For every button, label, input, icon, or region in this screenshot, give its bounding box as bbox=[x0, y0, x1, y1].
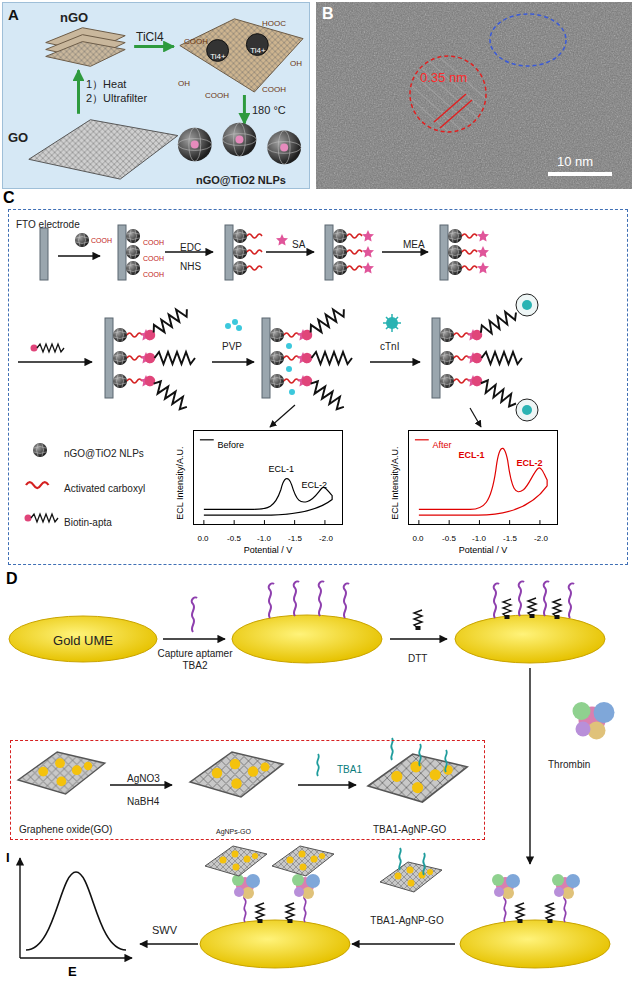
axis-label: Potential / V bbox=[459, 545, 508, 555]
reagent-label: NaBH4 bbox=[127, 796, 159, 808]
dashed-panel: C BeforeECL-1ECL-2 AfterECL-1ECL-2 bbox=[8, 209, 628, 565]
group-label: HOOC bbox=[262, 19, 286, 28]
reagent-label: cTnI bbox=[380, 341, 399, 353]
peak-label: ECL-2 bbox=[517, 458, 543, 468]
reagent-label: PVP bbox=[222, 341, 242, 353]
scale-bar-label: 10 nm bbox=[557, 155, 593, 170]
text-anchor: Capture aptamer TBA2 bbox=[155, 648, 235, 673]
ion-label: Ti4+ bbox=[210, 52, 226, 61]
material-label: Graphene oxide(GO) bbox=[19, 824, 112, 836]
text-anchor: Ti4+ bbox=[249, 39, 267, 57]
tick-label: 0.0 bbox=[197, 534, 208, 543]
text-anchor: -2.0 bbox=[314, 527, 338, 545]
step-label: 1）Heat bbox=[86, 78, 126, 91]
axis-label: Potential / V bbox=[244, 545, 293, 555]
tick-label: -2.0 bbox=[534, 534, 548, 543]
group-label: COOH bbox=[143, 239, 164, 247]
text-anchor: Ti4+ bbox=[209, 45, 227, 63]
material-label: AgNPs-GO bbox=[216, 828, 251, 836]
method-label: SWV bbox=[152, 924, 177, 937]
electrode-label: FTO electrode bbox=[16, 219, 80, 231]
electrode-label: Gold UME bbox=[53, 634, 113, 649]
reagent-label: TiCl4 bbox=[136, 31, 164, 45]
ecl-chart: BeforeECL-1ECL-2 bbox=[193, 430, 343, 525]
panel-letter: C bbox=[3, 189, 15, 207]
group-label: COOH bbox=[184, 37, 208, 46]
group-label: COOH bbox=[143, 255, 164, 263]
text-anchor: -1.5 bbox=[283, 527, 307, 545]
axis-label: I bbox=[6, 851, 10, 866]
ecl-curve bbox=[194, 431, 342, 524]
group-label: COOH bbox=[262, 85, 286, 94]
text-anchor: -0.5 bbox=[222, 527, 246, 545]
axis-label: ECL Intensity/A.U. bbox=[176, 447, 186, 520]
ion-label: Ti4+ bbox=[250, 46, 266, 55]
reagent-label: SA bbox=[292, 239, 305, 251]
reagent-label: TBA1-AgNP-GO bbox=[370, 915, 443, 927]
axis-label: E bbox=[68, 965, 77, 980]
step-label: 2）Ultrafilter bbox=[86, 92, 147, 105]
ecl-curve bbox=[409, 431, 557, 524]
peak-label: ECL-1 bbox=[269, 464, 295, 474]
legend-text: nGO@TiO2 NLPs bbox=[64, 448, 144, 460]
lattice-spacing: 0.35 nm bbox=[420, 71, 467, 86]
group-label: OH bbox=[178, 79, 190, 88]
chart-legend: After bbox=[433, 440, 452, 450]
tick-label: -1.0 bbox=[472, 534, 486, 543]
group-label: COOH bbox=[91, 237, 112, 245]
material-label: TBA1-AgNP-GO bbox=[373, 824, 446, 836]
text-anchor: Gold UME bbox=[8, 631, 158, 649]
panel-letter: B bbox=[322, 5, 334, 23]
text-anchor: ECL Intensity/A.U. bbox=[346, 472, 446, 490]
reagent-label: AgNO3 bbox=[127, 773, 160, 785]
panel-letter: A bbox=[8, 6, 19, 23]
product-label: nGO@TiO2 NLPs bbox=[196, 174, 286, 187]
reagent-label: NHS bbox=[180, 261, 201, 273]
aptamer-label: TBA1 bbox=[337, 764, 362, 776]
tick-label: -0.5 bbox=[227, 534, 241, 543]
chart-legend: Before bbox=[218, 440, 245, 450]
tick-label: 0.0 bbox=[412, 534, 423, 543]
tick-label: -0.5 bbox=[442, 534, 456, 543]
tem-panel: B 0.35 nm 10 nm bbox=[316, 2, 632, 189]
reagent-label: EDC bbox=[180, 242, 201, 254]
electrode-ellipse: Gold UME bbox=[8, 615, 158, 663]
text-anchor: TBA1-AgNP-GO bbox=[362, 910, 452, 928]
chem-label: GO bbox=[8, 131, 28, 146]
legend-text: Activated carboxyl bbox=[64, 483, 145, 495]
ecl-chart: AfterECL-1ECL-2 bbox=[408, 430, 558, 525]
group-label: COOH bbox=[143, 271, 164, 279]
chem-label: nGO bbox=[60, 11, 88, 26]
text-anchor: 0.0 bbox=[406, 527, 430, 545]
tick-label: -1.0 bbox=[257, 534, 271, 543]
reagent-label: DTT bbox=[408, 653, 427, 665]
group-label: OH bbox=[290, 59, 302, 68]
condition-label: 180 °C bbox=[252, 104, 286, 117]
axis-label: ECL Intensity/A.U. bbox=[391, 447, 401, 520]
dashed-region: Graphene oxide(GO) AgNO3NaBH4AgNPs-GO TBA1… bbox=[10, 740, 485, 840]
text-anchor: -0.5 bbox=[437, 527, 461, 545]
tick-label: -1.5 bbox=[288, 534, 302, 543]
peak-label: ECL-1 bbox=[459, 450, 485, 460]
text-anchor: -1.5 bbox=[498, 527, 522, 545]
tick-label: -1.5 bbox=[503, 534, 517, 543]
text-anchor: ECL Intensity/A.U. bbox=[131, 472, 231, 490]
reagent-label: MEA bbox=[403, 239, 425, 251]
tick-label: -2.0 bbox=[319, 534, 333, 543]
text-anchor: 0.0 bbox=[191, 527, 215, 545]
legend-text: Biotin-apta bbox=[64, 517, 112, 529]
peak-label: ECL-2 bbox=[302, 480, 328, 490]
panel-letter: D bbox=[6, 570, 18, 588]
target-label: Thrombin bbox=[548, 759, 590, 771]
text-anchor: -2.0 bbox=[529, 527, 553, 545]
text-anchor: -1.0 bbox=[252, 527, 276, 545]
text-anchor: -1.0 bbox=[467, 527, 491, 545]
reagent-label: Capture aptamer TBA2 bbox=[155, 648, 235, 671]
group-label: COOH bbox=[205, 91, 229, 100]
